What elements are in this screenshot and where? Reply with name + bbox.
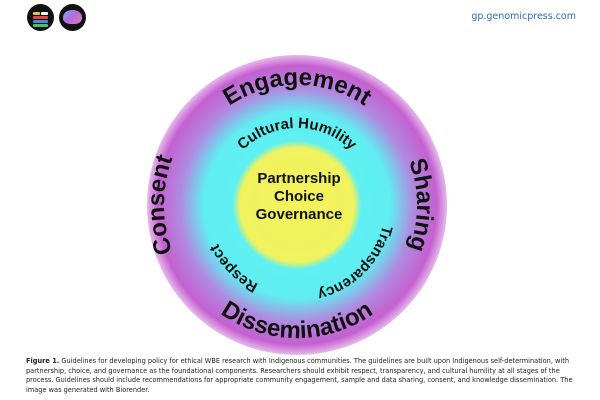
center-line-3: Governance	[256, 206, 343, 223]
center-line-1: Partnership	[257, 170, 340, 187]
caption-text: Guidelines for developing policy for eth…	[26, 357, 573, 394]
center-line-2: Choice	[274, 188, 324, 205]
caption-label: Figure 1.	[26, 357, 60, 365]
brain-logo[interactable]	[59, 4, 86, 31]
genomic-press-logo[interactable]	[27, 4, 54, 31]
guidelines-diagram: Engagement Dissemination Consent Sharing…	[143, 55, 447, 355]
outer-ring	[147, 55, 447, 355]
figure-caption: Figure 1. Guidelines for developing poli…	[26, 357, 576, 395]
site-url[interactable]: gp.genomicpress.com	[471, 11, 576, 22]
